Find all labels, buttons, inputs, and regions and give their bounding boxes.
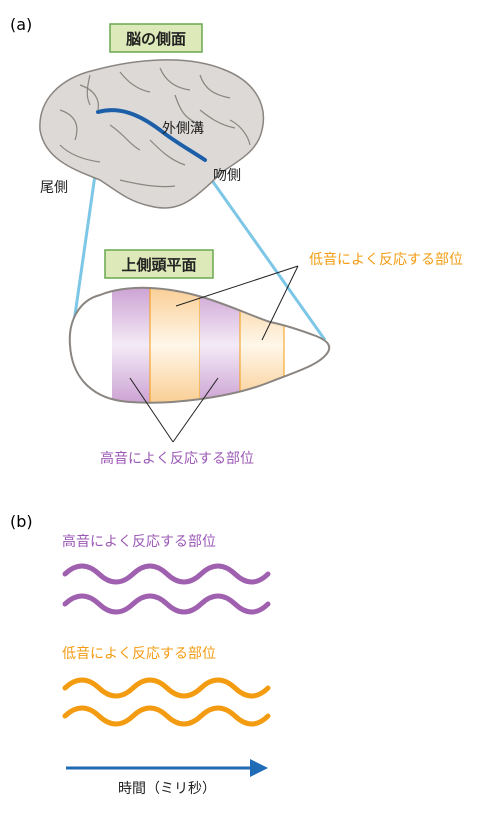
high-tone-label-a: 高音によく反応する部位 (100, 450, 254, 467)
high-band-2 (200, 287, 240, 403)
zoom-line-right (204, 171, 327, 341)
caudal-label: 尾側 (40, 180, 68, 196)
low-pointer-1 (175, 265, 299, 307)
high-pointer-2 (172, 377, 219, 443)
stp-title: 上側頭平面 (121, 256, 196, 274)
low-tone-label-b: 低音によく反応する部位 (62, 645, 216, 662)
high-wave-2 (62, 593, 271, 615)
rostral-label: 吻側 (213, 168, 241, 184)
high-tone-label-b: 高音によく反応する部位 (62, 533, 216, 550)
brain-title-box (109, 23, 203, 53)
brain-illustration (39, 59, 265, 209)
low-wave-1 (62, 677, 271, 699)
sulcus-label: 外側溝 (162, 121, 204, 137)
lateral-sulcus (96, 108, 207, 162)
brain-title: 脳の側面 (126, 30, 186, 48)
high-wave-1 (62, 563, 271, 585)
superior-temporal-plane (68, 286, 331, 404)
low-tone-label-a: 低音によく反応する部位 (309, 251, 463, 268)
low-band-1 (149, 287, 201, 403)
low-wave-2 (62, 705, 271, 727)
stp-title-box (104, 249, 214, 279)
high-tone-waves (62, 563, 271, 615)
low-tone-waves (62, 677, 271, 727)
low-pointer-2 (261, 265, 299, 341)
time-arrow-head (250, 759, 268, 777)
high-band-1 (112, 287, 150, 403)
high-pointer-1 (129, 377, 174, 443)
time-axis-label: 時間（ミリ秒） (118, 781, 216, 797)
panel-a-label: (a) (10, 15, 32, 34)
panel-b-label: (b) (10, 512, 33, 531)
